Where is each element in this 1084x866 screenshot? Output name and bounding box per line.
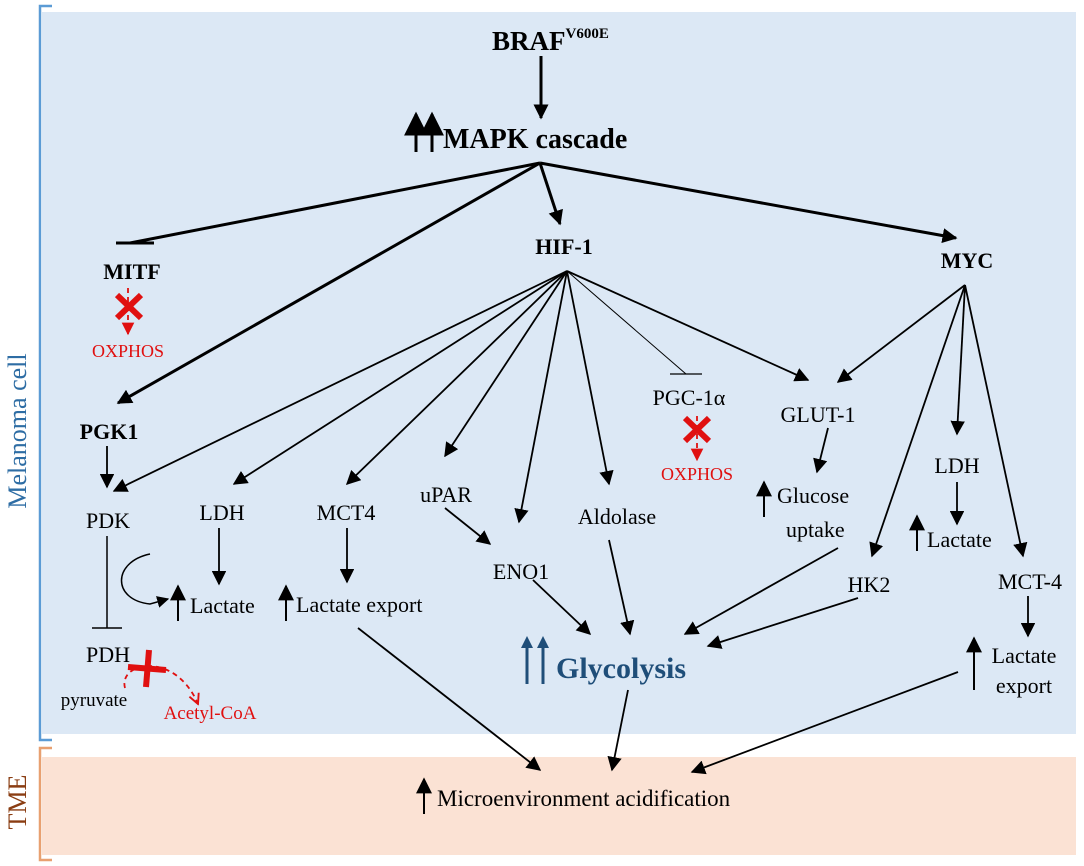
arrow-myc-mct4 bbox=[964, 284, 1028, 558]
mapk-cascade-label: MAPK cascade bbox=[443, 124, 627, 155]
inhibit-hif1-pgc1a bbox=[566, 270, 687, 375]
glucose-uptake-label-line2: uptake bbox=[786, 517, 845, 542]
red-x-pgc1a-icon bbox=[682, 415, 712, 444]
arrow-myc-hk2 bbox=[869, 284, 966, 558]
up-arrows bbox=[170, 111, 982, 814]
acidification-label: Microenvironment acidification bbox=[437, 786, 731, 811]
arrow-hif1-pdk bbox=[112, 270, 568, 492]
acetyl-coa-label: Acetyl-CoA bbox=[164, 703, 257, 724]
arrow-glucose-uptake-glycolysis bbox=[683, 547, 839, 635]
arrow-hif1-aldolase bbox=[566, 270, 614, 486]
ldh-right-label: LDH bbox=[934, 453, 979, 478]
pdh-label: PDH bbox=[86, 642, 130, 667]
eno1-label: ENO1 bbox=[493, 559, 549, 584]
glycolysis-up-arrows bbox=[521, 636, 549, 684]
oxphos-pgc1a-label: OXPHOS bbox=[661, 464, 733, 484]
node-labels: BRAFV600E MAPK cascade MITF OXPHOS HIF-1… bbox=[61, 26, 1062, 811]
inhibit-mapk-mitf bbox=[129, 161, 541, 245]
arrow-eno1-glycolysis bbox=[532, 579, 592, 635]
tme-label: TME bbox=[3, 775, 32, 830]
oxphos-mitf-label: OXPHOS bbox=[92, 341, 164, 361]
melanoma-cell-bracket bbox=[38, 4, 52, 742]
melanoma-cell-label: Melanoma cell bbox=[3, 353, 32, 508]
arrow-mapk-myc bbox=[539, 161, 958, 243]
glut1-label: GLUT-1 bbox=[781, 402, 856, 427]
melanoma-cell-region bbox=[42, 12, 1076, 734]
arrow-hif1-mct4 bbox=[345, 270, 568, 486]
hif1-label: HIF-1 bbox=[535, 234, 592, 259]
aldolase-label: Aldolase bbox=[578, 504, 656, 529]
mct4-right-label: MCT-4 bbox=[998, 569, 1062, 594]
mitf-label: MITF bbox=[103, 259, 160, 284]
ldh-left-label: LDH bbox=[199, 500, 244, 525]
arrow-hif1-eno1 bbox=[514, 270, 568, 524]
pgk1-label: PGK1 bbox=[80, 419, 139, 444]
arrow-glut1-glucose-uptake bbox=[813, 427, 829, 474]
mct4-left-label: MCT4 bbox=[317, 500, 376, 525]
upar-label: uPAR bbox=[420, 482, 472, 507]
lactate-export-left-label: Lactate export bbox=[296, 592, 422, 617]
curved-arrow-to-lactate bbox=[120, 553, 170, 608]
pgc1a-label: PGC-1α bbox=[653, 385, 726, 410]
up-arrowhead-glycolysis-2 bbox=[537, 636, 549, 648]
arrow-mapk-pgk1 bbox=[116, 161, 541, 405]
lactate-export-right-line1: Lactate bbox=[992, 643, 1057, 668]
arrow-hif1-ldh bbox=[232, 270, 568, 485]
arrow-mapk-hif1 bbox=[538, 162, 563, 226]
arrow-upar-eno1 bbox=[444, 507, 492, 545]
up-arrowhead-glycolysis-1 bbox=[521, 636, 533, 648]
pyruvate-label: pyruvate bbox=[61, 690, 127, 711]
arrow-hk2-glycolysis bbox=[706, 597, 859, 649]
arrow-hif1-glut1 bbox=[566, 270, 810, 382]
red-x-mitf-icon bbox=[114, 292, 144, 321]
pdk-label: PDK bbox=[86, 508, 130, 533]
glycolysis-label: Glycolysis bbox=[556, 652, 686, 685]
myc-label: MYC bbox=[941, 248, 994, 273]
arrow-aldolase-glycolysis bbox=[608, 539, 635, 636]
arrows bbox=[92, 56, 1036, 775]
arrow-myc-ldh bbox=[950, 284, 966, 436]
lactate-export-right-line2: export bbox=[996, 673, 1052, 698]
arrow-lactate-export-right-acidification bbox=[690, 671, 959, 775]
red-inhibited-pathways bbox=[114, 288, 712, 704]
lactate-right-label: Lactate bbox=[927, 527, 992, 552]
tme-region bbox=[42, 757, 1076, 855]
glucose-uptake-label-line1: Glucose bbox=[777, 483, 849, 508]
hk2-label: HK2 bbox=[848, 572, 891, 597]
red-cross-pdh-icon bbox=[127, 649, 167, 688]
arrow-lactate-export-acidification bbox=[357, 627, 542, 771]
lactate-left-label: Lactate bbox=[190, 593, 255, 618]
tme-bracket bbox=[38, 746, 52, 862]
arrow-hif1-upar bbox=[444, 270, 568, 458]
arrow-glycolysis-acidification bbox=[607, 689, 629, 772]
arrow-myc-glut1 bbox=[836, 284, 966, 383]
braf-label: BRAFV600E bbox=[492, 26, 609, 56]
